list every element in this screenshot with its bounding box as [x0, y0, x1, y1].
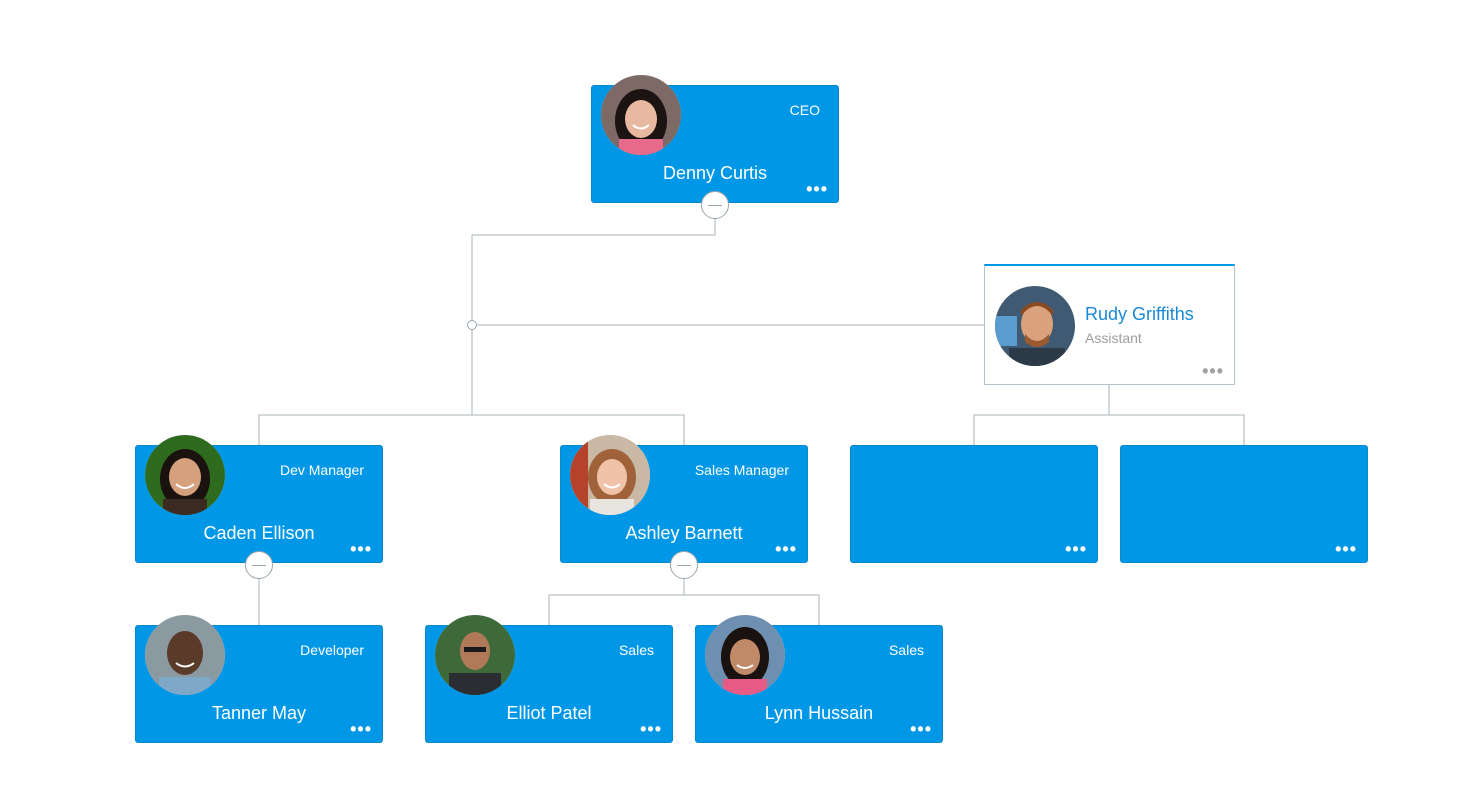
man-photo-icon [145, 615, 225, 695]
node-rudy-griffiths[interactable]: Rudy Griffiths Assistant ••• [984, 264, 1235, 385]
node-title: Sales [888, 642, 924, 658]
more-icon[interactable]: ••• [1202, 361, 1224, 381]
node-empty-2[interactable]: ••• [1120, 445, 1368, 563]
more-icon[interactable]: ••• [350, 719, 372, 739]
more-icon[interactable]: ••• [640, 719, 662, 739]
avatar [570, 435, 650, 515]
node-empty-1[interactable]: ••• [850, 445, 1098, 563]
node-title: CEO [789, 102, 820, 118]
more-icon[interactable]: ••• [806, 179, 828, 199]
node-title: Developer [300, 642, 364, 658]
node-name: Lynn Hussain [764, 703, 874, 723]
man-photo-icon [435, 615, 515, 695]
node-name: Elliot Patel [506, 703, 592, 723]
node-name: Caden Ellison [203, 523, 315, 543]
node-title: Sales [618, 642, 654, 658]
node-name: Ashley Barnett [625, 523, 743, 543]
connector-sales-bus [548, 594, 820, 625]
more-icon[interactable]: ••• [910, 719, 932, 739]
node-denny-curtis[interactable]: CEO Denny Curtis ••• [591, 75, 839, 203]
assistant-junction-dot [467, 320, 477, 330]
connector-assistant-bus [973, 414, 1245, 445]
avatar [995, 286, 1075, 366]
more-icon[interactable]: ••• [1065, 539, 1087, 559]
avatar [435, 615, 515, 695]
man-photo-icon [995, 286, 1075, 366]
node-tanner-may[interactable]: Developer Tanner May ••• [135, 615, 383, 743]
woman-photo-icon [601, 75, 681, 155]
more-icon[interactable]: ••• [1335, 539, 1357, 559]
node-title: Sales Manager [694, 462, 789, 478]
connector-ceo [471, 219, 716, 415]
collapse-button-denny-curtis[interactable] [701, 191, 729, 219]
more-icon[interactable]: ••• [775, 539, 797, 559]
node-elliot-patel[interactable]: Sales Elliot Patel ••• [425, 615, 673, 743]
node-name: Tanner May [211, 703, 307, 723]
node-title: Dev Manager [279, 462, 364, 478]
avatar [705, 615, 785, 695]
avatar [601, 75, 681, 155]
connector-managers [258, 414, 685, 445]
node-lynn-hussain[interactable]: Sales Lynn Hussain ••• [695, 615, 943, 743]
node-caden-ellison[interactable]: Dev Manager Caden Ellison ••• [135, 435, 383, 563]
avatar [145, 435, 225, 515]
node-name: Rudy Griffiths [1085, 304, 1194, 324]
woman-photo-icon [705, 615, 785, 695]
woman-photo-icon [145, 435, 225, 515]
collapse-button-caden-ellison[interactable] [245, 551, 273, 579]
collapse-button-ashley-barnett[interactable] [670, 551, 698, 579]
more-icon[interactable]: ••• [350, 539, 372, 559]
avatar [145, 615, 225, 695]
node-title: Assistant [1085, 330, 1142, 346]
woman-photo-icon [570, 435, 650, 515]
node-ashley-barnett[interactable]: Sales Manager Ashley Barnett ••• [560, 435, 808, 563]
node-name: Denny Curtis [662, 163, 768, 183]
